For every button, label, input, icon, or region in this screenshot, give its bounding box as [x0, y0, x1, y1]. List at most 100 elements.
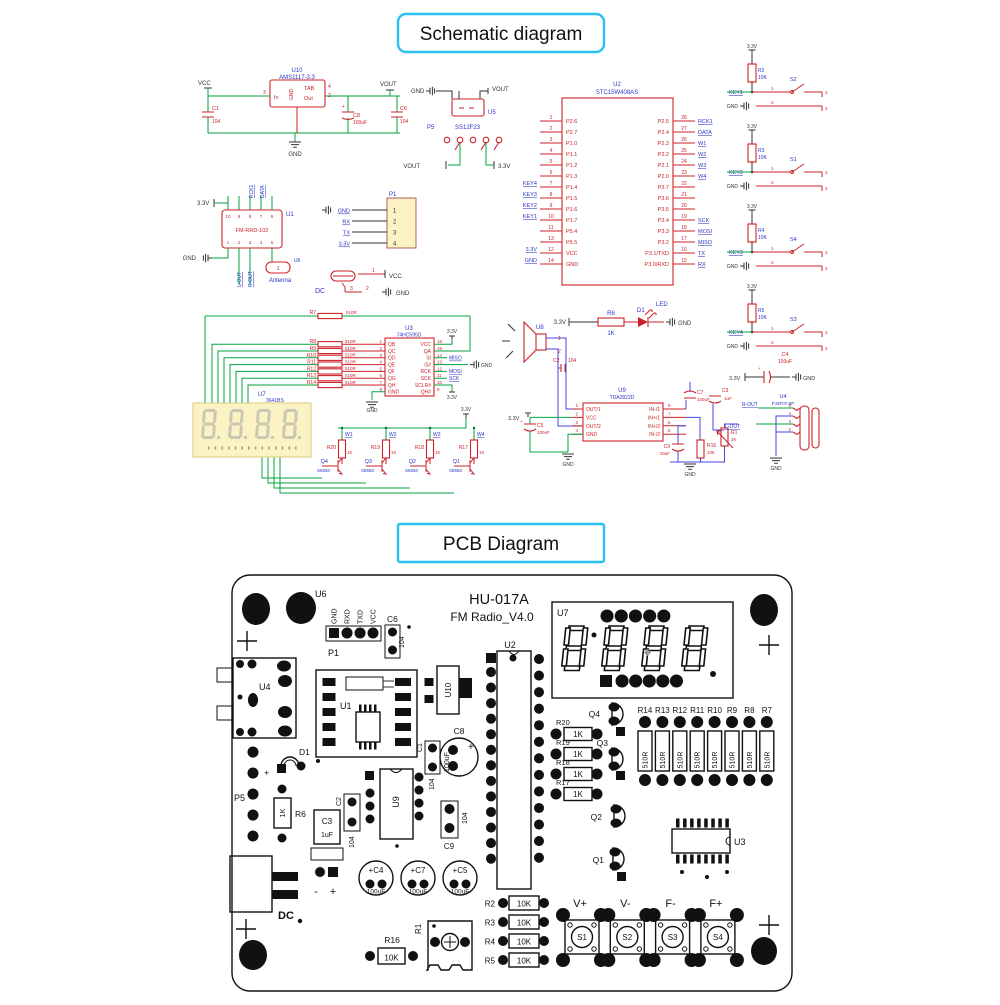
u2-part: STC15W408AS	[596, 90, 638, 96]
res-ref: R14	[307, 380, 316, 386]
key-circuit: 3.3V R3 10K KEY2 S1 1 2 3 4 GND	[727, 124, 828, 191]
u3-right-net: SCK	[449, 376, 460, 382]
pcb-cap-label: +C4	[369, 866, 384, 875]
mcu-left-name: P2.6	[566, 119, 577, 125]
u1-bot-pin: 1	[227, 240, 230, 245]
pcb-segment-resistors: R14 510R R13 510R R12 510R	[637, 706, 775, 786]
u9-part: TDA2822D	[610, 395, 635, 401]
p1-pin-net: RX	[342, 220, 350, 226]
mcu-left-name: P5.4	[566, 229, 577, 235]
pcb-button-ref: S1	[577, 933, 587, 942]
u9-right-num: 8	[668, 403, 671, 408]
pcb-rbank-label: R8	[744, 706, 755, 715]
pcb-key-resistors: R2 10K R3 10K R4 10K	[485, 895, 549, 968]
u8-ref: U8	[536, 325, 544, 331]
pcb-u6-label: U6	[315, 589, 327, 599]
pcb-drv-resistor: R19 1K	[550, 738, 603, 762]
pcb-bank-resistor: R12 510R	[672, 706, 688, 786]
net-lout: L-OUT	[237, 272, 243, 287]
pcb-button-function: F-	[665, 898, 676, 910]
pcb-d1-plus: +	[264, 768, 269, 778]
mcu-right-num: 15	[681, 258, 687, 264]
res-ref: R10	[307, 353, 316, 359]
pcb-display: U7	[551, 601, 734, 699]
pcb-c9-label: C9	[444, 842, 455, 851]
net-lout: L-OUT	[725, 424, 740, 430]
u6-ref: U6	[294, 258, 301, 264]
jack-pin: 3	[788, 419, 791, 424]
u3-part: 74HC595D	[397, 333, 422, 339]
q-ref: Q1	[453, 459, 460, 465]
pcb-p5-label: P5	[234, 793, 245, 803]
c4-val: 100uF	[778, 359, 792, 365]
pin-tab: TAB	[304, 86, 315, 92]
drv-r-ref: R17	[459, 445, 468, 451]
mcu-left-num: 12	[548, 247, 554, 253]
u3-right-name: SI	[426, 356, 431, 362]
key-switch-ref: S4	[790, 237, 797, 243]
key-r-val: 10K	[758, 155, 768, 161]
key-pin4: 4	[825, 346, 828, 351]
display-digit	[201, 409, 221, 439]
r1-val: 2K	[731, 437, 737, 442]
r7-resistor: R7 510R	[205, 310, 471, 352]
pcb-c1: C1 104	[417, 740, 441, 790]
u3-left-num: 3	[379, 353, 382, 358]
net-v33: 3.3V	[729, 376, 741, 382]
mcu-left-net: KEY1	[523, 214, 537, 220]
c7-ref: C7	[697, 390, 704, 396]
c2-ref: C2	[553, 358, 560, 364]
mcu-left-name: P1.1	[566, 152, 577, 158]
pcb-rbank-val: 510R	[677, 752, 684, 769]
res-ref: R13	[307, 373, 316, 379]
net-rck1: RCK1	[249, 184, 255, 198]
u9-right-name: IN-/1	[649, 407, 660, 413]
mcu-right-num: 28	[681, 115, 687, 121]
pcb-c3-plus: +	[330, 886, 336, 898]
key-r-ref: R3	[758, 148, 765, 154]
u3-left-num: 2	[379, 346, 382, 351]
c5-ref: C5	[537, 423, 544, 429]
u2-ref: U2	[613, 82, 621, 88]
u3-right-name: VCC	[420, 342, 431, 348]
q-part: S8550	[449, 468, 463, 473]
net-v33: 3.3V	[447, 329, 458, 335]
r6-val: 1K	[607, 331, 614, 337]
p5-ref: P5	[427, 125, 435, 131]
net-gnd: GND	[727, 104, 739, 110]
pcb-rbank-label: R7	[762, 706, 773, 715]
u3-right-num: 10	[437, 380, 443, 385]
u1-bot-pin: 2	[238, 240, 241, 245]
pcb-r6-val: 1K	[278, 808, 287, 817]
c3-val: 1uF	[724, 396, 732, 401]
mcu-left-net: GND	[525, 258, 537, 264]
pcb-rbank-val: 510R	[747, 752, 754, 769]
u1-bot-pin: 3	[249, 240, 252, 245]
pcb-button-function: V-	[620, 898, 631, 910]
schematic-title: Schematic diagram	[396, 12, 606, 54]
u9-right-num: 7	[668, 411, 671, 416]
net-vcc: VCC	[389, 274, 402, 280]
q-ref: Q4	[321, 459, 328, 465]
pcb-q2: Q2	[591, 804, 626, 828]
pcb-button-function: V+	[573, 898, 587, 910]
c5-val: 100uF	[537, 430, 550, 435]
mcu-left-num: 8	[550, 192, 553, 198]
mcu-circuit: U2 STC15W408AS 1 P2.6 2 P2.7 3	[523, 82, 713, 286]
jack-pin: 2	[788, 427, 791, 432]
display-digit	[255, 409, 275, 439]
net-gnd: GND	[727, 344, 739, 350]
pcb-q3-label: Q3	[597, 738, 609, 748]
pcb-cap: +C5 100uF	[442, 860, 478, 896]
mcu-right-num: 25	[681, 148, 687, 154]
key-net: KEY2	[729, 170, 743, 176]
audio-circuit: U8 1 2 C2 104 U9 TDA2822D 1 OUT/1	[502, 320, 820, 478]
mcu-left-name: P1.7	[566, 218, 577, 224]
c6-val: 104	[400, 119, 409, 125]
w-net: W4	[477, 432, 485, 438]
u1-top-pin: 6	[271, 214, 274, 219]
key-circuit: 3.3V R2 10K KEY1 S2 1 2 3 4 GND	[727, 44, 828, 111]
dc-label: DC	[315, 288, 325, 295]
pcb-rbank-val: 510R	[730, 752, 737, 769]
c9-ref: C9	[664, 444, 671, 450]
